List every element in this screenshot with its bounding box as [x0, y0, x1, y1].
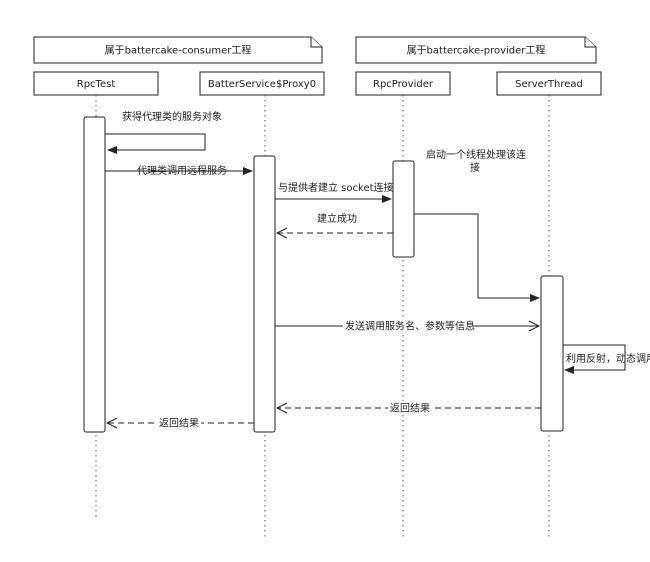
participant-rpcprovider: RpcProvider [355, 71, 451, 96]
activation-rpctest [83, 116, 106, 433]
participant-serverthread-label: ServerThread [515, 79, 583, 90]
participant-batterservice-proxy: BatterService$Proxy0 [199, 71, 325, 96]
message-establish-socket: 与提供者建立 socket连接 [275, 181, 394, 203]
activation-batterservice-proxy [253, 155, 276, 433]
participant-rpcprovider-label: RpcProvider [373, 79, 434, 90]
activation-serverthread [540, 275, 564, 432]
message-send-call-info-label: 发送调用服务名、参数等信息 [345, 320, 475, 333]
participant-rpctest-label: RpcTest [77, 79, 116, 90]
system-label-consumer: 属于battercake-consumer工程 [105, 45, 252, 57]
message-return-result-consumer-label: 返回结果 [159, 417, 199, 430]
message-proxy-call-remote: 代理类调用远程服务 [105, 164, 253, 177]
note-start-thread-line2: 接 [470, 161, 480, 174]
note-start-thread-line1: 启动一个线程处理该连 [426, 148, 526, 161]
system-frame-provider: 属于battercake-provider工程 [355, 36, 597, 64]
message-start-server-thread [414, 213, 540, 302]
participant-serverthread: ServerThread [496, 71, 602, 96]
note-start-thread: 启动一个线程处理该连 接 [426, 148, 526, 174]
message-return-result-consumer: 返回结果 [107, 416, 254, 430]
message-return-result-provider: 返回结果 [277, 401, 541, 415]
message-connection-established: 建立成功 [277, 212, 393, 233]
message-send-call-info: 发送调用服务名、参数等信息 [275, 319, 539, 333]
message-reflection-invoke-label: 利用反射，动态调用 [566, 352, 650, 365]
message-reflection-invoke: 利用反射，动态调用 [563, 344, 650, 374]
message-return-result-provider-label: 返回结果 [390, 402, 430, 415]
message-connection-established-label: 建立成功 [317, 212, 357, 225]
activation-rpcprovider [392, 160, 415, 258]
message-get-proxy-object: 获得代理类的服务对象 [105, 110, 222, 154]
participant-rpctest: RpcTest [33, 71, 159, 96]
message-proxy-call-remote-label: 代理类调用远程服务 [137, 164, 227, 177]
system-label-provider: 属于battercake-provider工程 [407, 45, 546, 57]
participant-batterservice-proxy-label: BatterService$Proxy0 [208, 79, 316, 90]
message-get-proxy-object-label: 获得代理类的服务对象 [122, 110, 222, 123]
system-frame-consumer: 属于battercake-consumer工程 [33, 36, 323, 64]
message-establish-socket-label: 与提供者建立 socket连接 [278, 181, 394, 194]
